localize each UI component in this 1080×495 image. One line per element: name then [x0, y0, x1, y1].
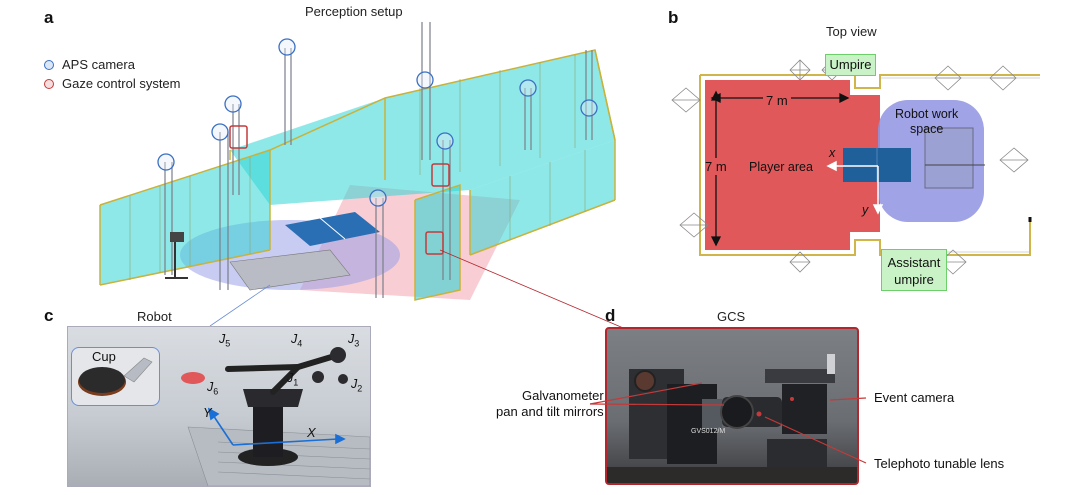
- gcs-marker-3: [425, 231, 444, 255]
- panel-d-letter: d: [605, 306, 616, 325]
- panel-c-letter: c: [44, 306, 54, 325]
- joint-j1-label: J1: [287, 371, 299, 388]
- fence-door: [415, 185, 460, 300]
- aps-camera-3: [519, 79, 537, 97]
- gcs-marker-1: [229, 125, 248, 149]
- panel-c-title: Robot: [137, 309, 172, 324]
- umpire-box: Umpire: [825, 54, 876, 76]
- event-camera-label: Event camera: [874, 390, 955, 405]
- axis-x-label: x: [829, 146, 836, 160]
- cup-label: Cup: [92, 349, 116, 364]
- gaze-control-icon: [44, 78, 54, 89]
- legend-aps-camera: APS camera: [44, 57, 135, 72]
- fence-right: [470, 140, 615, 255]
- robot-axis-y-label: Y: [203, 405, 212, 420]
- aps-camera-6: [211, 123, 229, 141]
- panel-b-letter: b: [668, 8, 679, 27]
- joint-j5-label: J5: [219, 332, 231, 349]
- joint-j6-label: J6: [207, 380, 219, 397]
- axis-y-label: y: [862, 203, 869, 217]
- panel-b-title: Top view: [826, 24, 877, 39]
- assistant-umpire-box: Assistant umpire: [881, 249, 947, 291]
- aps-camera-1: [278, 38, 296, 56]
- aps-camera-icon: [44, 59, 54, 70]
- joint-j2-label: J2: [351, 377, 363, 394]
- robot-work-space-label: Robot work space: [895, 107, 959, 136]
- legend-aps-label: APS camera: [62, 57, 135, 72]
- robot-axis-x-label: X: [307, 425, 316, 440]
- aps-camera-7: [157, 153, 175, 171]
- galvanometer-label: Galvanometer pan and tilt mirrors: [496, 388, 604, 419]
- perception-setup-illustration: [99, 22, 629, 331]
- legend-gcs: Gaze control system: [44, 76, 181, 91]
- aps-camera-9: [369, 189, 387, 207]
- gcs-photo: GVS012/M: [605, 327, 859, 485]
- aps-camera-5: [224, 95, 242, 113]
- gcs-marker-2: [431, 163, 450, 187]
- cup-inset: [71, 347, 160, 406]
- robot-rail: [229, 249, 351, 291]
- aps-camera-4: [580, 99, 598, 117]
- aps-camera-8: [436, 132, 454, 150]
- joint-j4-label: J4: [291, 332, 303, 349]
- panel-d-title: GCS: [717, 309, 746, 324]
- aps-camera-2: [416, 71, 434, 89]
- telephoto-lens-label: Telephoto tunable lens: [874, 456, 1005, 471]
- player-area-label: Player area: [749, 160, 813, 174]
- width-measure-label: 7 m: [763, 93, 791, 108]
- joint-j3-label: J3: [348, 332, 360, 349]
- player-area-rect: [705, 80, 880, 250]
- panel-a-letter: a: [44, 8, 54, 27]
- gcs-device-label: GVS012/M: [691, 428, 726, 435]
- height-measure-label: 7 m: [705, 158, 727, 175]
- legend-gcs-label: Gaze control system: [62, 76, 181, 91]
- panel-a-title: Perception setup: [305, 4, 403, 19]
